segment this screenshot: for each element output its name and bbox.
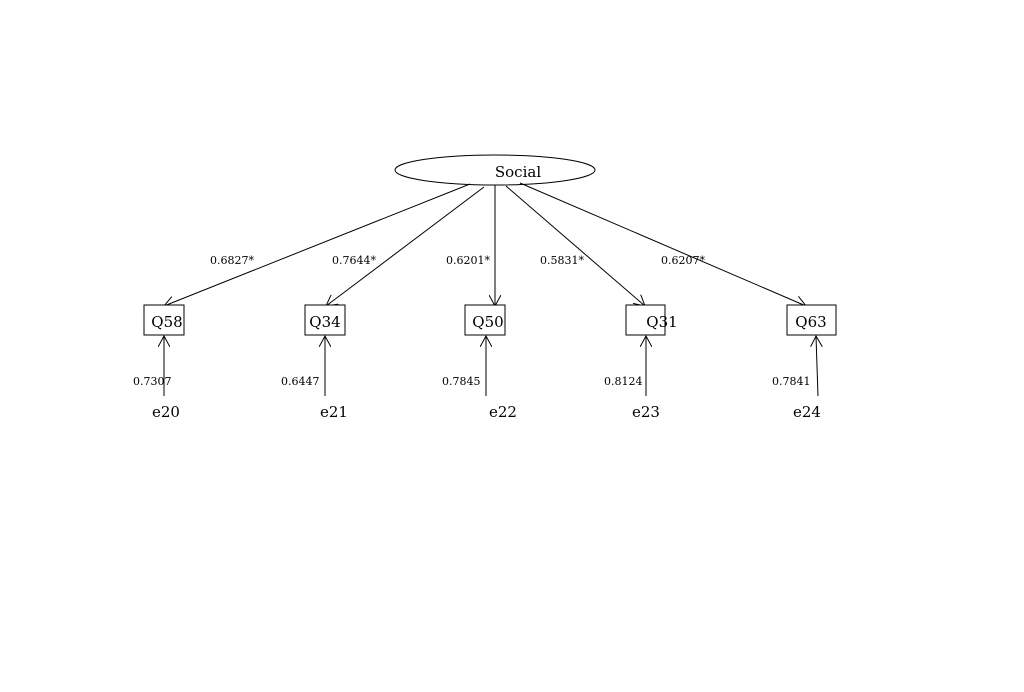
indicator-q31: 0.5831* Q31 0.8124 e23: [505, 185, 678, 421]
loading-label: 0.7644*: [332, 254, 376, 267]
indicator-q50: 0.6201* Q50 0.7845 e22: [442, 185, 517, 421]
indicator-q34: 0.7644* Q34 0.6447 e21: [281, 186, 485, 421]
error-variance-label: 0.7307: [133, 375, 172, 388]
error-variance-label: 0.7841: [772, 375, 811, 388]
indicator-label: Q31: [646, 313, 677, 331]
error-variance-label: 0.8124: [604, 375, 643, 388]
loading-label: 0.6827*: [210, 254, 254, 267]
error-variance-label: 0.6447: [281, 375, 320, 388]
indicator-label: Q34: [309, 313, 340, 331]
error-label: e23: [632, 403, 660, 421]
error-label: e24: [793, 403, 821, 421]
indicator-box: [464, 304, 506, 336]
error-label: e21: [320, 403, 348, 421]
loading-arrow: [505, 185, 645, 306]
loading-label: 0.6201*: [446, 254, 490, 267]
error-label: e20: [152, 403, 180, 421]
latent-label: Social: [495, 163, 541, 181]
indicator-q58: 0.6827* Q58 0.7307 e20: [133, 183, 471, 421]
indicator-box: [625, 304, 666, 336]
error-label: e22: [489, 403, 517, 421]
loading-label: 0.6207*: [661, 254, 705, 267]
error-variance-label: 0.7845: [442, 375, 481, 388]
indicator-q63: 0.6207* Q63 0.7841 e24: [519, 182, 837, 421]
loading-arrow: [164, 183, 471, 306]
loading-label: 0.5831*: [540, 254, 584, 267]
error-arrow: [816, 336, 818, 397]
loading-arrow: [326, 186, 485, 306]
indicator-label: Q50: [472, 313, 503, 331]
indicator-label: Q58: [151, 313, 182, 331]
loading-arrow: [519, 182, 806, 306]
indicator-label: Q63: [795, 313, 826, 331]
